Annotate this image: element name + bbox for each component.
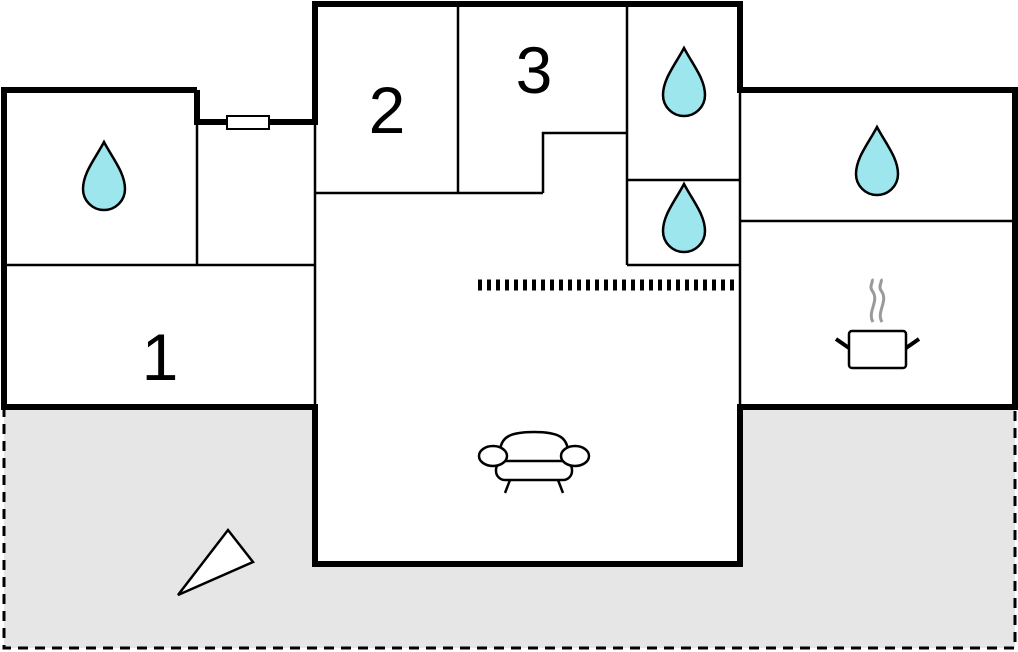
exterior-walls	[1, 1, 1018, 567]
pot-handle-left	[834, 337, 851, 350]
sofa-back	[498, 430, 570, 454]
house-floor	[4, 4, 1015, 564]
bathroom-3	[661, 181, 707, 254]
water-drop-icon	[661, 45, 707, 118]
sofa-arm-right	[559, 444, 591, 468]
pot-handle-right	[904, 337, 921, 350]
compass-arrow-icon	[177, 527, 255, 597]
window	[226, 115, 270, 130]
terrace	[2, 407, 1017, 650]
terrace-area	[4, 407, 1015, 648]
bathroom-4	[854, 124, 900, 197]
sofa-leg-right	[556, 479, 565, 494]
room-label-1: 1	[142, 320, 179, 394]
sofa-icon	[477, 430, 591, 494]
sofa-seat	[494, 459, 574, 482]
bathroom-1	[81, 139, 127, 212]
room-label-2: 2	[369, 73, 406, 147]
pot-body	[847, 329, 908, 370]
cooking-pot-icon	[834, 278, 921, 370]
sofa-leg-left	[503, 479, 512, 494]
water-drop-icon	[854, 124, 900, 197]
water-drop-icon	[661, 181, 707, 254]
bathroom-2	[661, 45, 707, 118]
room-label-3: 3	[516, 33, 553, 107]
steam	[869, 278, 886, 323]
sofa-arm-left	[477, 444, 509, 468]
water-drop-icon	[81, 139, 127, 212]
interior-walls	[4, 4, 1015, 407]
terrace-outline	[2, 407, 1017, 650]
